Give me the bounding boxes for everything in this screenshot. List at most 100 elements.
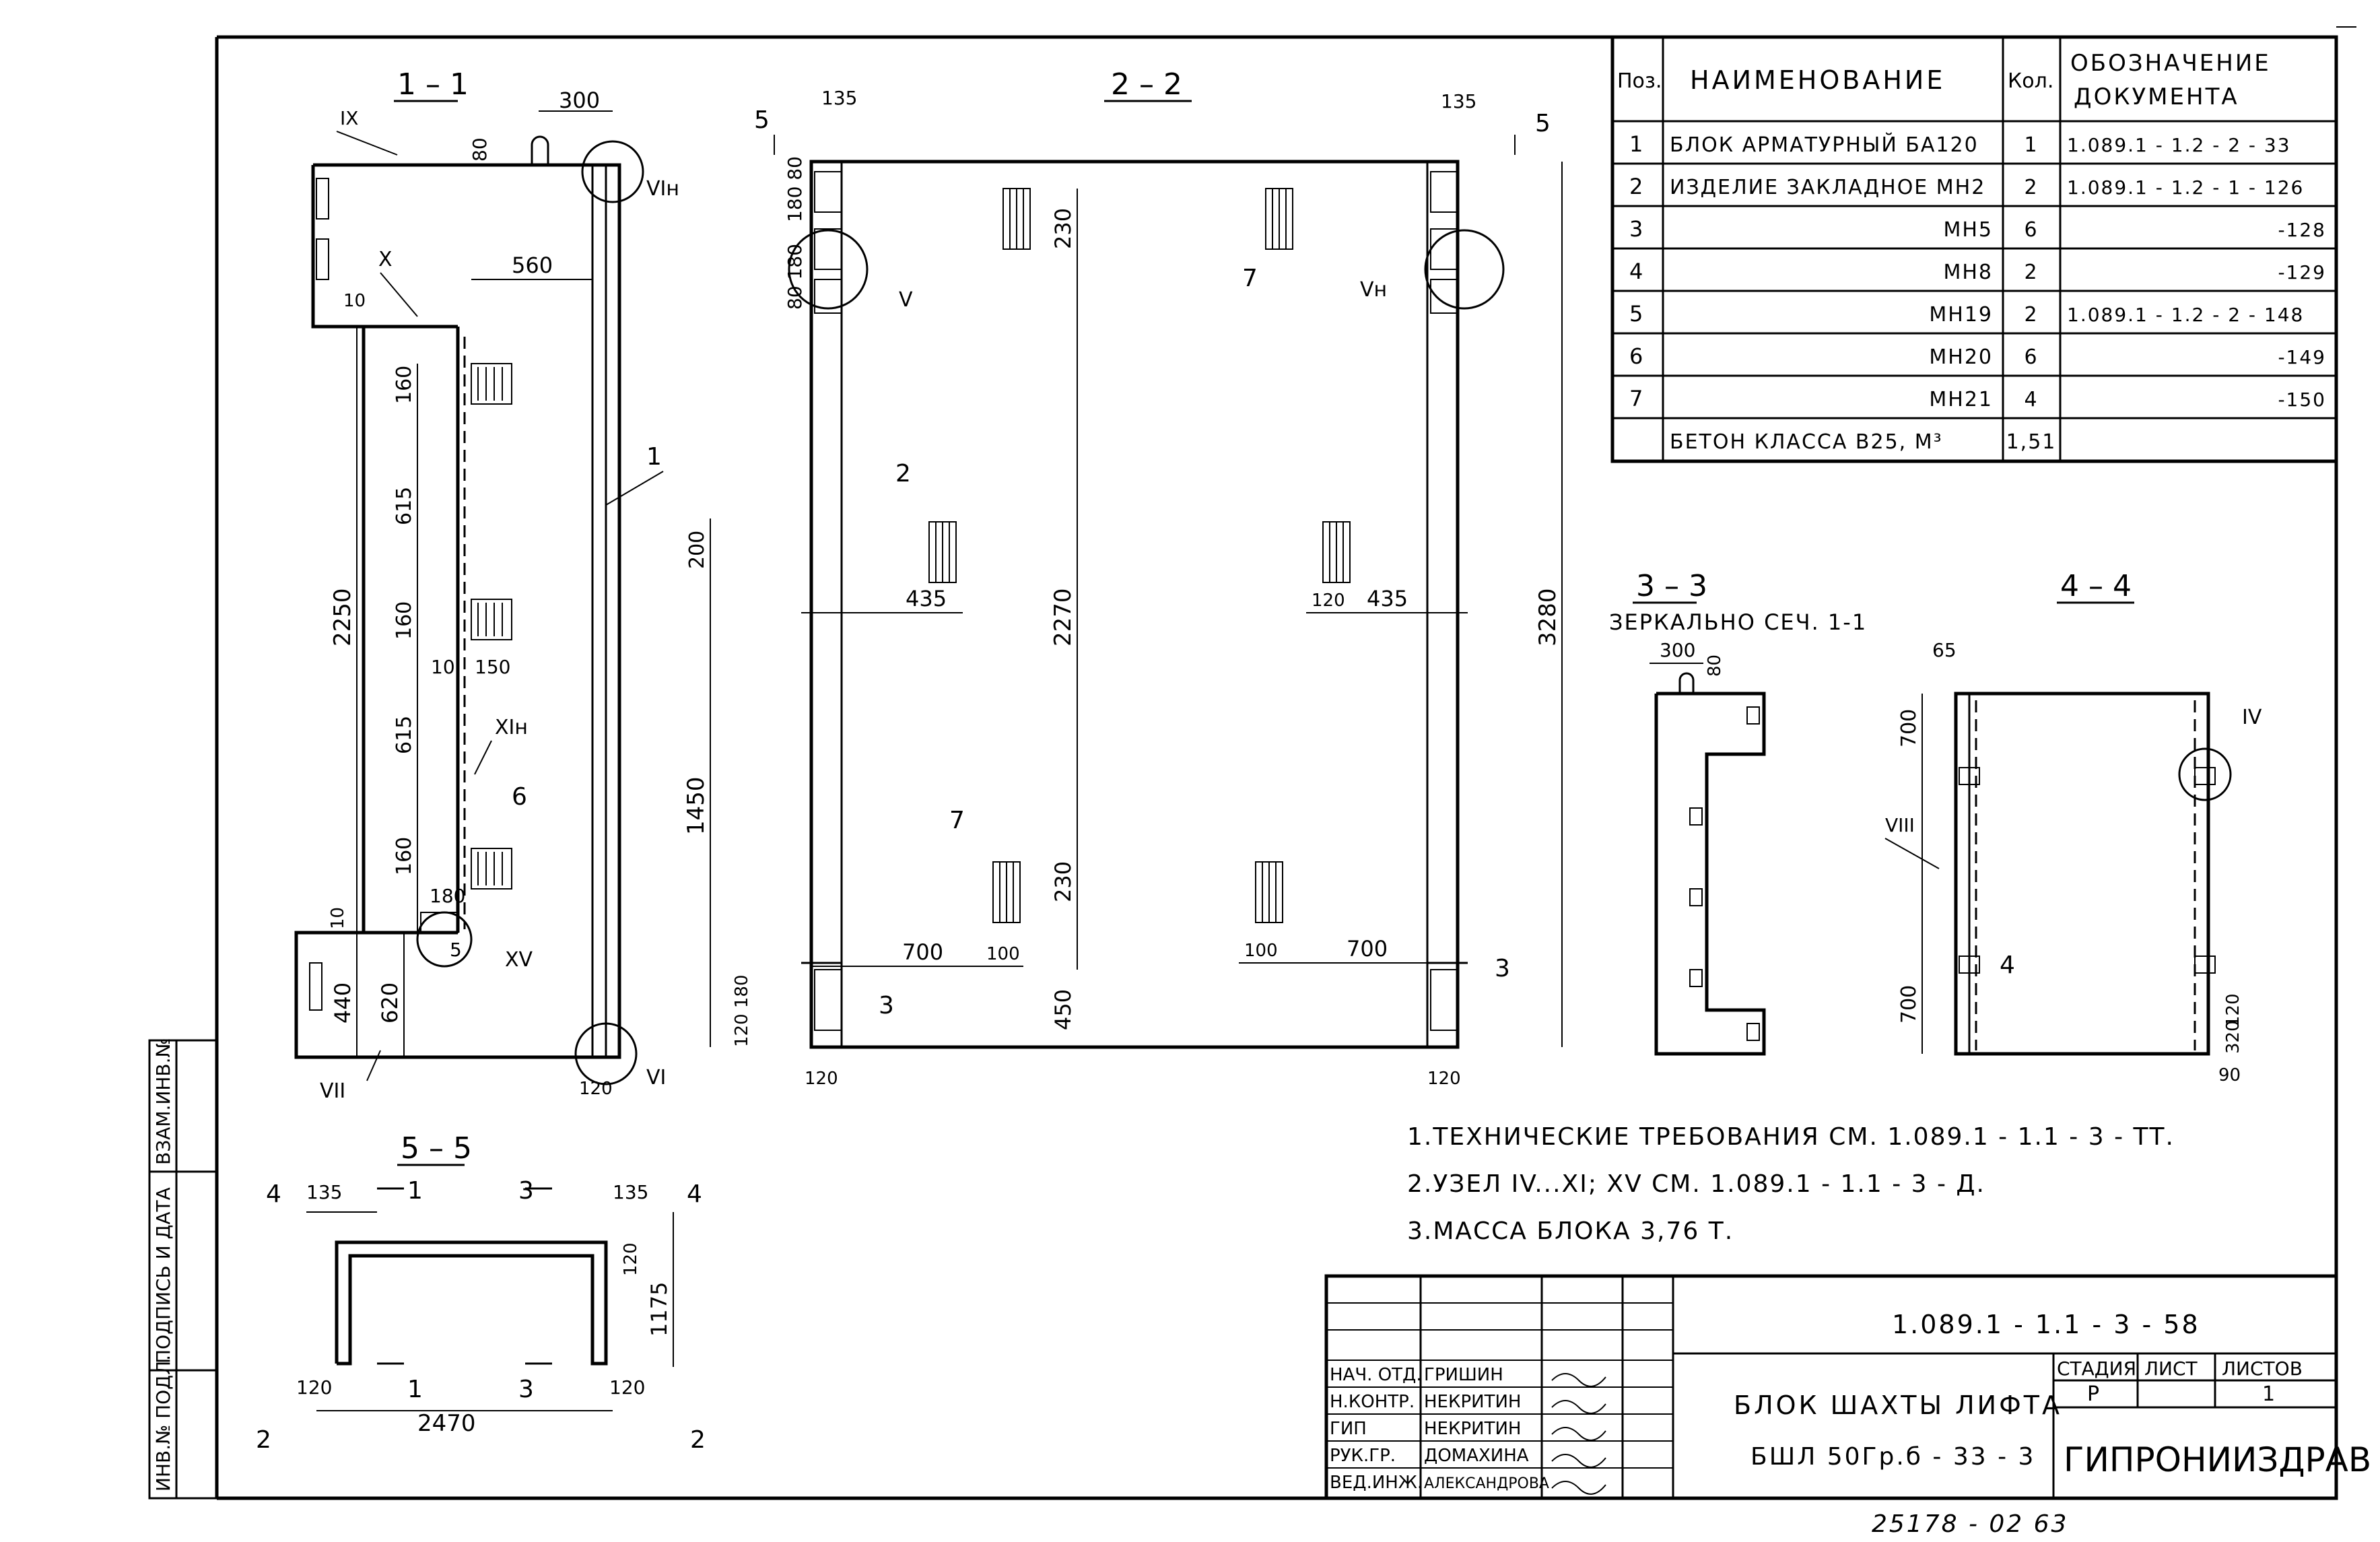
table-rows: 1 БЛОК АРМАТУРНЫЙ БА120 1 1.089.1 - 1.2 - 2… — [1629, 131, 2326, 454]
node-label-x: X — [378, 248, 393, 271]
table-cell-qty: 6 — [2024, 345, 2038, 369]
dim-2470: 2470 — [417, 1410, 476, 1437]
notes: 1.ТЕХНИЧЕСКИЕ ТРЕБОВАНИЯ СМ. 1.089.1 - 1… — [1407, 1123, 2173, 1245]
dim-80: 80 — [469, 137, 491, 162]
dim-230: 230 — [1050, 861, 1076, 902]
cut-marker-3: 3 — [518, 1376, 534, 1403]
cut-marker-3: 3 — [518, 1177, 534, 1205]
section-5-5-title: 5 – 5 — [401, 1131, 472, 1166]
dim-3280: 3280 — [1534, 588, 1561, 646]
table-header-doc: ДОКУМЕНТА — [2074, 83, 2239, 110]
section-3-3-title: 3 – 3 — [1636, 569, 1707, 603]
dim-180-80: 180 80 — [784, 156, 806, 222]
section-5-5-outline — [335, 1240, 608, 1366]
position-label: 6 — [512, 783, 527, 811]
dim-160: 160 — [393, 601, 416, 640]
table-cell-qty: 2 — [2024, 303, 2038, 327]
dim-135: 135 — [1441, 90, 1476, 112]
dim-1450: 1450 — [683, 776, 710, 835]
cut-marker-5: 5 — [1535, 110, 1551, 137]
spec-table: Поз. НАИМЕНОВАНИЕ Кол. ОБОЗНАЧЕНИЕ ДОКУМ… — [1610, 35, 2338, 463]
dim-120: 120 — [621, 1242, 641, 1276]
dim-120: 120 — [2223, 993, 2243, 1027]
signature-name: НЕКРИТИН — [1424, 1419, 1521, 1439]
dim-120: 120 — [579, 1079, 613, 1099]
table-cell-qty: 1 — [2024, 133, 2038, 157]
table-cell-doc: -129 — [2278, 261, 2326, 283]
signature-role: Н.КОНТР. — [1330, 1392, 1415, 1412]
node-circle — [416, 911, 473, 968]
block-mark: БШЛ 50Гр.б - 33 - 3 — [1750, 1443, 2035, 1471]
node-circle — [574, 1022, 638, 1085]
dim-160: 160 — [393, 837, 416, 875]
stage-value: Р — [2087, 1382, 2099, 1406]
signature — [1551, 1400, 1606, 1414]
position-label: 5 — [450, 939, 462, 961]
section-4-4-title: 4 – 4 — [2060, 569, 2132, 603]
table-cell-pos: 1 — [1629, 131, 1644, 157]
table-cell-doc: -149 — [2278, 346, 2326, 368]
table-cell-name: ИЗДЕЛИЕ ЗАКЛАДНОЕ МН2 — [1670, 176, 1985, 199]
dim-2250: 2250 — [329, 588, 356, 646]
table-cell-name: МН5 — [1943, 218, 1993, 242]
dim-120-180: 120 180 — [732, 974, 752, 1047]
dim-615: 615 — [393, 716, 416, 754]
table-cell-qty: 1,51 — [2006, 430, 2057, 454]
dim-160: 160 — [393, 366, 416, 404]
doc-code: 1.089.1 - 1.1 - 3 - 58 — [1892, 1310, 2200, 1339]
table-cell-qty: 2 — [2024, 176, 2038, 199]
section-4-4: 4 – 4 65 700 700 120 320 90 IV VIII 4 — [1884, 569, 2262, 1085]
dim-230: 230 — [1050, 208, 1076, 249]
node-circle — [1424, 229, 1505, 310]
signature-role: НАЧ. ОТД. — [1330, 1365, 1422, 1385]
side-stamp: ИНВ.№ ПОДЛ. ПОДПИСЬ И ДАТА ВЗАМ.ИНВ.№ — [148, 1038, 218, 1500]
stamp-vzam: ВЗАМ.ИНВ.№ — [152, 1038, 174, 1165]
dim-120: 120 — [805, 1069, 838, 1089]
position-label: 1 — [646, 443, 662, 471]
dim-100: 100 — [986, 944, 1020, 964]
table-header-qty: Кол. — [2008, 69, 2053, 93]
section-4-4-outline — [1954, 692, 2210, 1056]
section-1-1: 1 – 1 300 80 560 10 — [294, 67, 679, 1103]
dim-440: 440 — [330, 982, 355, 1024]
signature-role: ГИП — [1330, 1419, 1367, 1439]
signature-name: ГРИШИН — [1424, 1365, 1503, 1385]
dim-320: 320 — [2223, 1020, 2243, 1054]
signature — [1551, 1481, 1606, 1495]
table-cell-pos: 4 — [1629, 259, 1644, 284]
table-cell-pos: 7 — [1629, 386, 1644, 411]
table-cell-doc: -150 — [2278, 389, 2326, 411]
dim-435: 435 — [906, 586, 947, 611]
table-cell-qty: 6 — [2024, 218, 2038, 242]
table-cell-name: БЛОК АРМАТУРНЫЙ БА120 — [1670, 133, 1979, 157]
position-label: 7 — [949, 807, 965, 834]
section-3-3-subtitle: ЗЕРКАЛЬНО СЕЧ. 1-1 — [1609, 609, 1867, 635]
node-label-vin: VIн — [646, 177, 679, 201]
position-label: 3 — [1495, 955, 1510, 982]
table-cell-name: МН21 — [1929, 388, 1993, 411]
dim-135: 135 — [821, 87, 857, 109]
dim-700: 700 — [1897, 985, 1921, 1024]
dim-100: 100 — [1244, 941, 1278, 961]
dim-120: 120 — [296, 1376, 332, 1399]
cut-marker-2: 2 — [256, 1426, 271, 1454]
table-cell-doc: 1.089.1 - 1.2 - 1 - 126 — [2067, 176, 2304, 199]
table-cell-doc: -128 — [2278, 219, 2326, 241]
dim-65: 65 — [1932, 639, 1957, 661]
cut-marker-4: 4 — [687, 1180, 702, 1208]
block-title: БЛОК ШАХТЫ ЛИФТА — [1734, 1390, 2062, 1420]
node-label-viii: VIII — [1885, 814, 1915, 836]
signature-role: ВЕД.ИНЖ. — [1330, 1473, 1423, 1493]
organization: ГИПРОНИИЗДРАВ — [2064, 1440, 2371, 1479]
signature — [1551, 1454, 1606, 1468]
section-2-2-outline — [809, 160, 1460, 1049]
signature-name: АЛЕКСАНДРОВА — [1424, 1475, 1549, 1492]
dim-135: 135 — [613, 1181, 648, 1203]
cut-marker-5: 5 — [754, 106, 770, 134]
table-cell-name: МН20 — [1929, 345, 1993, 369]
node-label-v: V — [899, 288, 913, 312]
table-cell-doc: 1.089.1 - 1.2 - 2 - 33 — [2067, 134, 2291, 156]
cut-marker-2: 2 — [690, 1426, 706, 1454]
